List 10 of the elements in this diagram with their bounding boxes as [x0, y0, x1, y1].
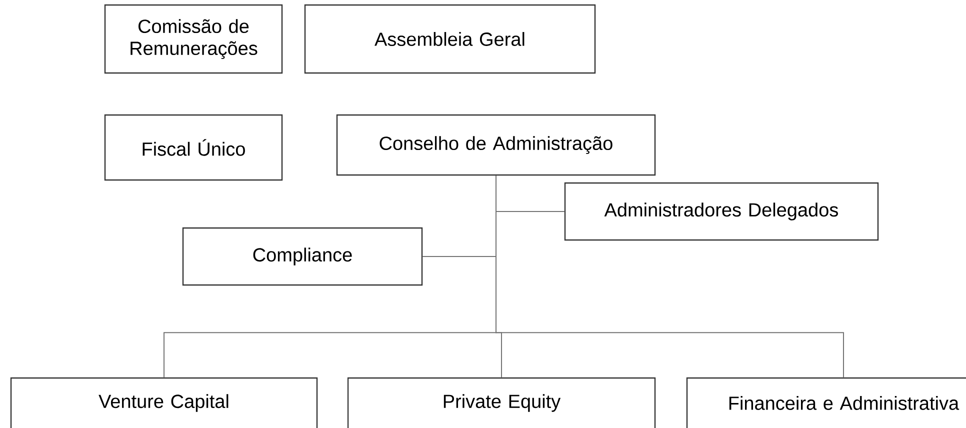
org-box: Conselho de Administração	[336, 114, 656, 176]
org-box: Fiscal Único	[104, 114, 283, 181]
connector-line	[496, 175, 844, 378]
org-box: Venture Capital	[10, 377, 318, 428]
org-box: Assembleia Geral	[304, 4, 596, 74]
org-box: Financeira e Administrativa	[686, 377, 966, 428]
org-box: Private Equity	[347, 377, 656, 428]
org-box: Administradores Delegados	[564, 182, 879, 241]
org-box: Comissão de Remunerações	[104, 4, 283, 74]
org-box: Compliance	[182, 227, 423, 286]
